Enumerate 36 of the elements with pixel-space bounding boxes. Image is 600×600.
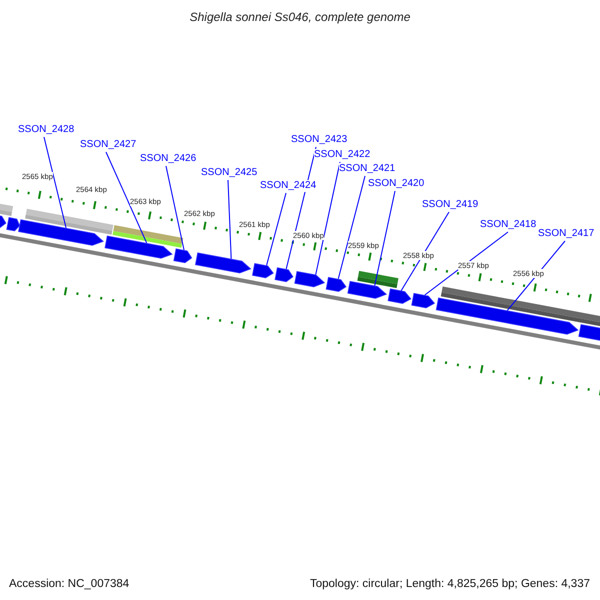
leader-line [400, 212, 450, 292]
gene-label: SSON_2424 [260, 180, 316, 192]
leader-line [338, 176, 366, 280]
leader-line [315, 162, 340, 276]
gene-label: SSON_2421 [339, 163, 396, 175]
gene-feature [252, 263, 274, 278]
gene-feature [173, 248, 192, 264]
gene-feature [436, 298, 579, 335]
gene-feature [104, 236, 173, 259]
gene-label: SSON_2423 [291, 134, 348, 146]
gene-feature [0, 214, 6, 228]
gene-feature [274, 267, 294, 282]
gene-label: SSON_2420 [368, 178, 424, 190]
title: Shigella sonnei Ss046, complete genome [188, 10, 412, 24]
gene-feature [18, 219, 104, 246]
leader-line [266, 192, 286, 266]
leader-line [424, 232, 508, 296]
leader-line [228, 180, 232, 260]
gene-feature [195, 252, 252, 274]
genome-info-text: Topology: circular; Length: 4,825,265 bp; Genes: 4,337 [310, 578, 590, 590]
gene-label: SSON_2428 [18, 124, 74, 136]
gene-feature [411, 292, 436, 308]
leader-line [506, 240, 566, 311]
gene-label: SSON_2427 [80, 139, 136, 151]
gene-label: SSON_2418 [480, 219, 536, 231]
gene-label: SSON_2426 [140, 153, 196, 165]
accession-text: Accession: NC_007384 [9, 578, 130, 590]
gene-label: SSON_2425 [201, 167, 258, 179]
leader-line [374, 190, 396, 286]
gene-label: SSON_2419 [422, 199, 478, 211]
leader-line [106, 152, 148, 244]
gene-label: SSON_2417 [538, 228, 594, 240]
gene-label: SSON_2422 [314, 149, 370, 161]
gene-feature [388, 288, 412, 304]
gene-feature [326, 276, 347, 292]
gene-feature [294, 271, 326, 288]
